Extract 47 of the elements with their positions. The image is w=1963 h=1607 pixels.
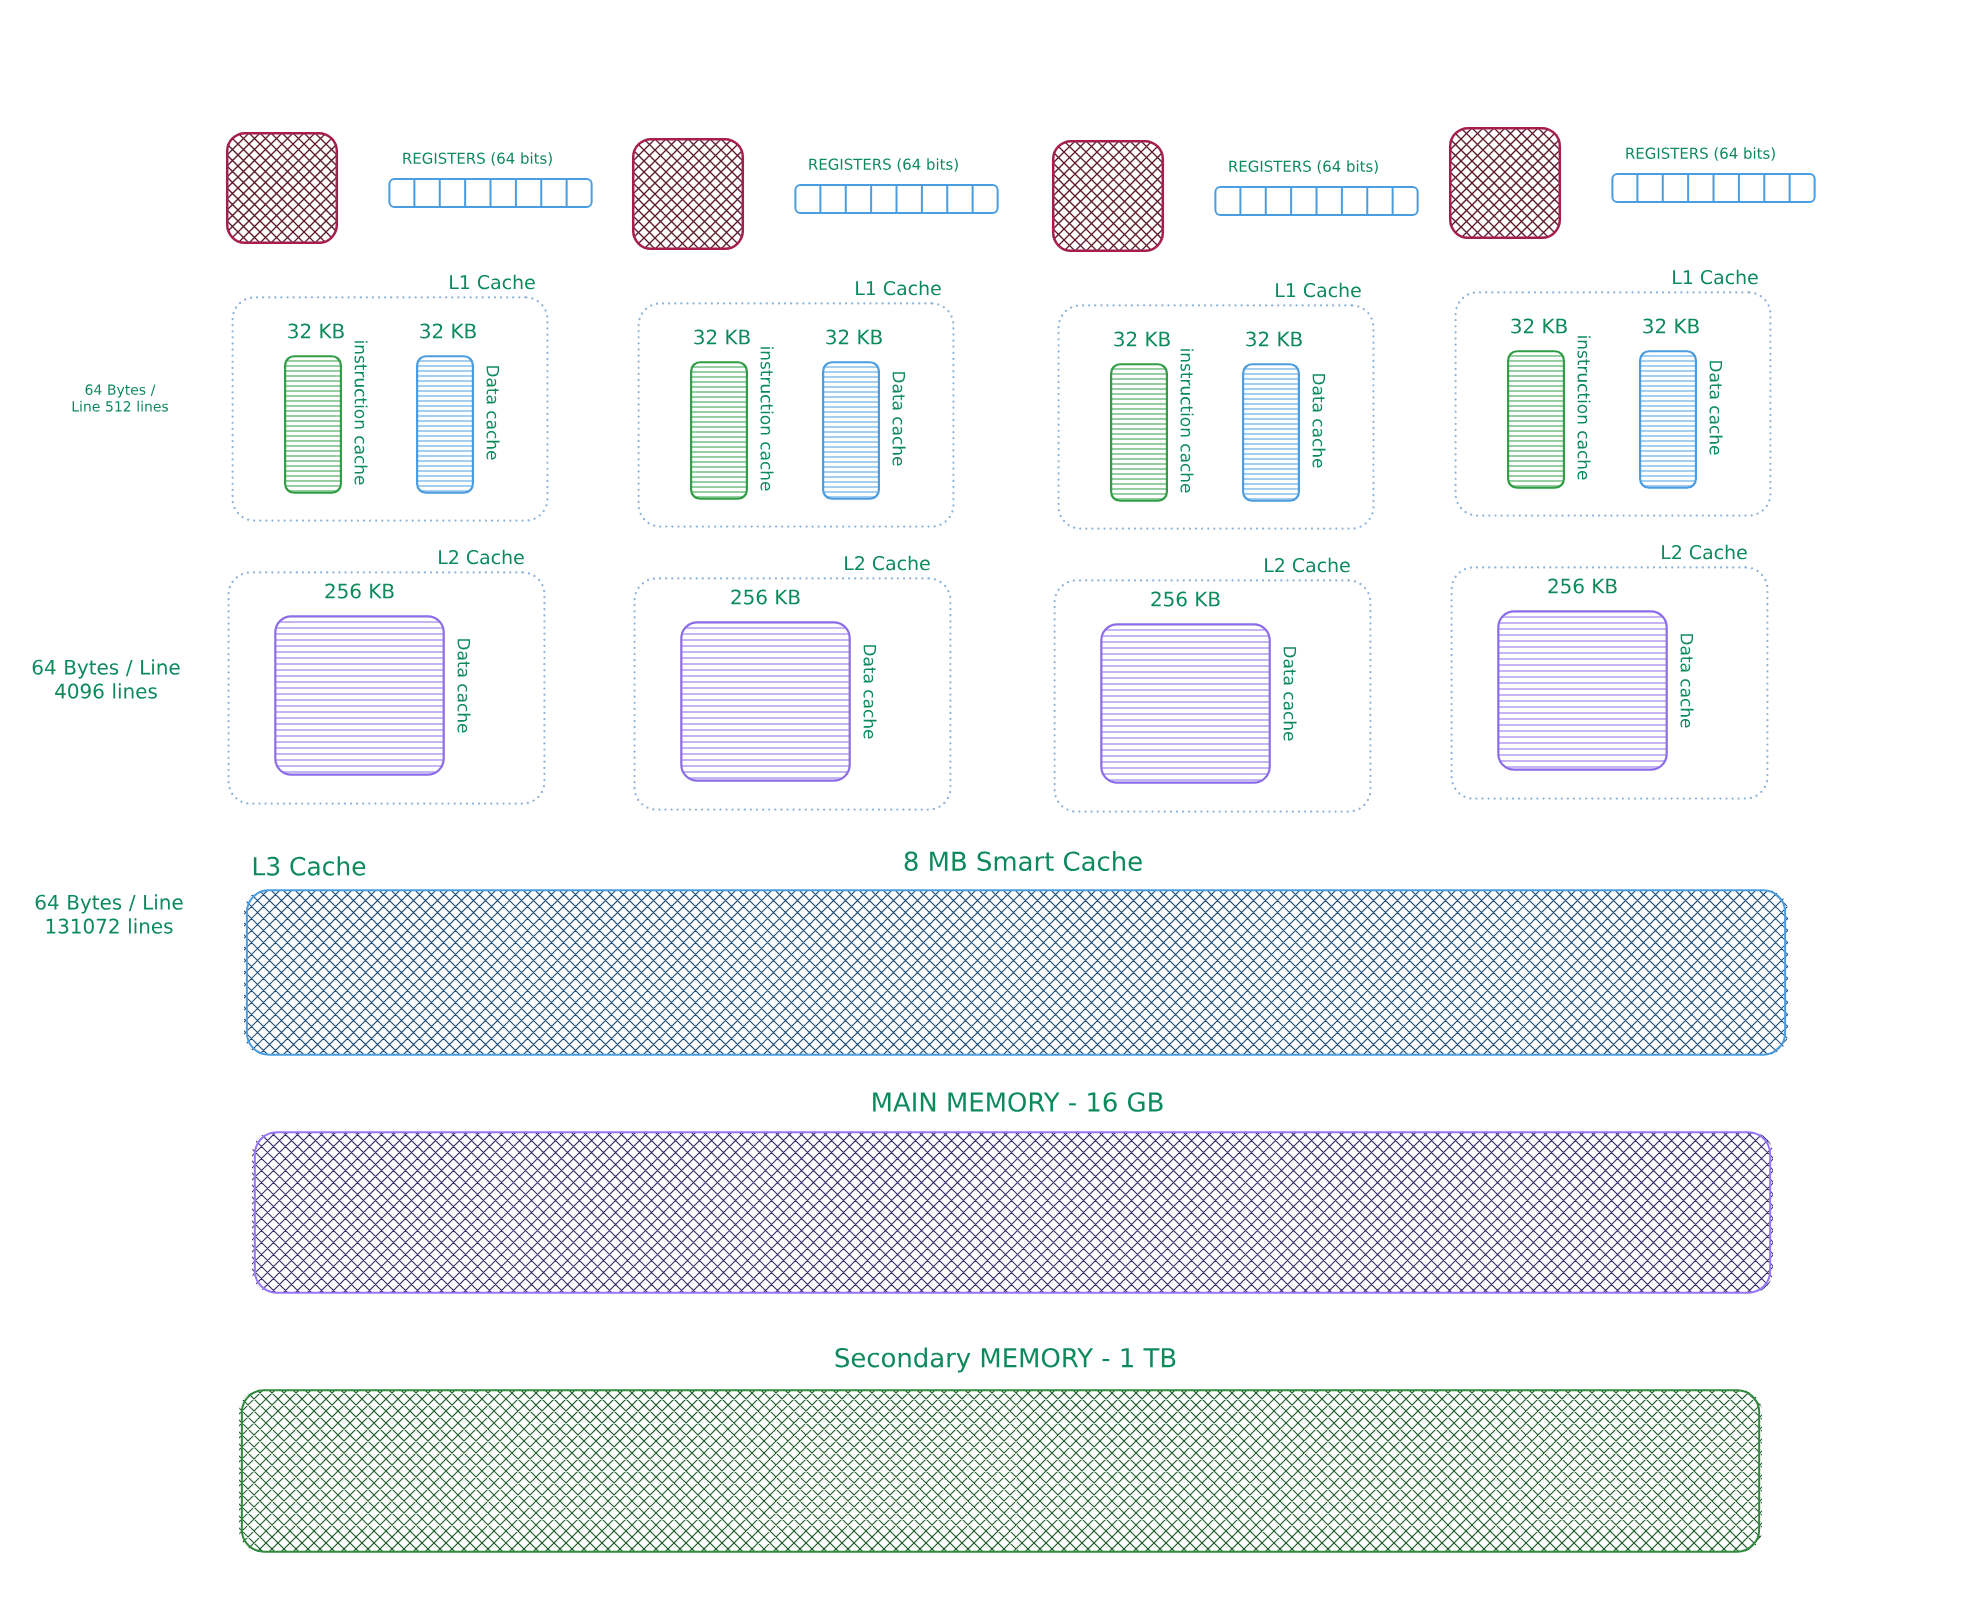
size-label: 256 KB (325, 583, 394, 599)
cache-level-label: L2 Cache (845, 555, 930, 571)
size-label: 32 KB (1511, 318, 1567, 334)
processor-core (631, 137, 745, 251)
cache-level-label: L1 Cache (1673, 269, 1758, 285)
cache-type-label: Data cache (1312, 374, 1326, 468)
memory-title: Secondary MEMORY - 1 TB (835, 1347, 1176, 1373)
cache-level-label: L1 Cache (1276, 282, 1361, 298)
line-size-note: 64 Bytes / Line 512 lines (72, 384, 169, 412)
cache-type-label: Data cache (863, 645, 877, 739)
register-label: REGISTERS (64 bits) (1626, 147, 1775, 161)
processor-core (1448, 126, 1562, 240)
size-label: 32 KB (1114, 331, 1170, 347)
cache-type-label: instruction cache (1577, 336, 1591, 480)
line-size-note: 64 Bytes / Line 4096 lines (32, 659, 180, 699)
cache-level-label: L2 Cache (1662, 544, 1747, 560)
cache-level-label: L2 Cache (1265, 557, 1350, 573)
size-label: 32 KB (420, 323, 476, 339)
size-label: 32 KB (1246, 331, 1302, 347)
register-label: REGISTERS (64 bits) (809, 158, 958, 172)
cache-level-label: L2 Cache (439, 549, 524, 565)
cache-type-label: instruction cache (354, 341, 368, 485)
cache-type-label: Data cache (457, 639, 471, 733)
cache-type-label: instruction cache (1180, 349, 1194, 493)
memory-title: MAIN MEMORY - 16 GB (873, 1092, 1163, 1112)
size-label: 256 KB (1548, 578, 1617, 594)
memory-title: 8 MB Smart Cache (904, 850, 1142, 871)
size-label: 32 KB (826, 329, 882, 345)
processor-core (225, 131, 339, 245)
cache-level-label: L1 Cache (450, 274, 535, 290)
size-label: 32 KB (1643, 318, 1699, 334)
cache-type-label: Data cache (892, 372, 906, 466)
cache-type-label: Data cache (1680, 634, 1694, 728)
register-label: REGISTERS (64 bits) (403, 152, 552, 166)
cache-level-label: L3 Cache (253, 856, 366, 876)
size-label: 256 KB (1151, 591, 1220, 607)
size-label: 256 KB (731, 589, 800, 605)
register-label: REGISTERS (64 bits) (1229, 160, 1378, 174)
line-size-note: 64 Bytes / Line 131072 lines (35, 894, 183, 934)
cache-type-label: Data cache (486, 366, 500, 460)
size-label: 32 KB (288, 323, 344, 339)
cache-level-label: L1 Cache (856, 280, 941, 296)
cache-type-label: Data cache (1283, 647, 1297, 741)
cache-type-label: instruction cache (760, 347, 774, 491)
size-label: 32 KB (694, 329, 750, 345)
cache-type-label: Data cache (1709, 361, 1723, 455)
processor-core (1051, 139, 1165, 253)
